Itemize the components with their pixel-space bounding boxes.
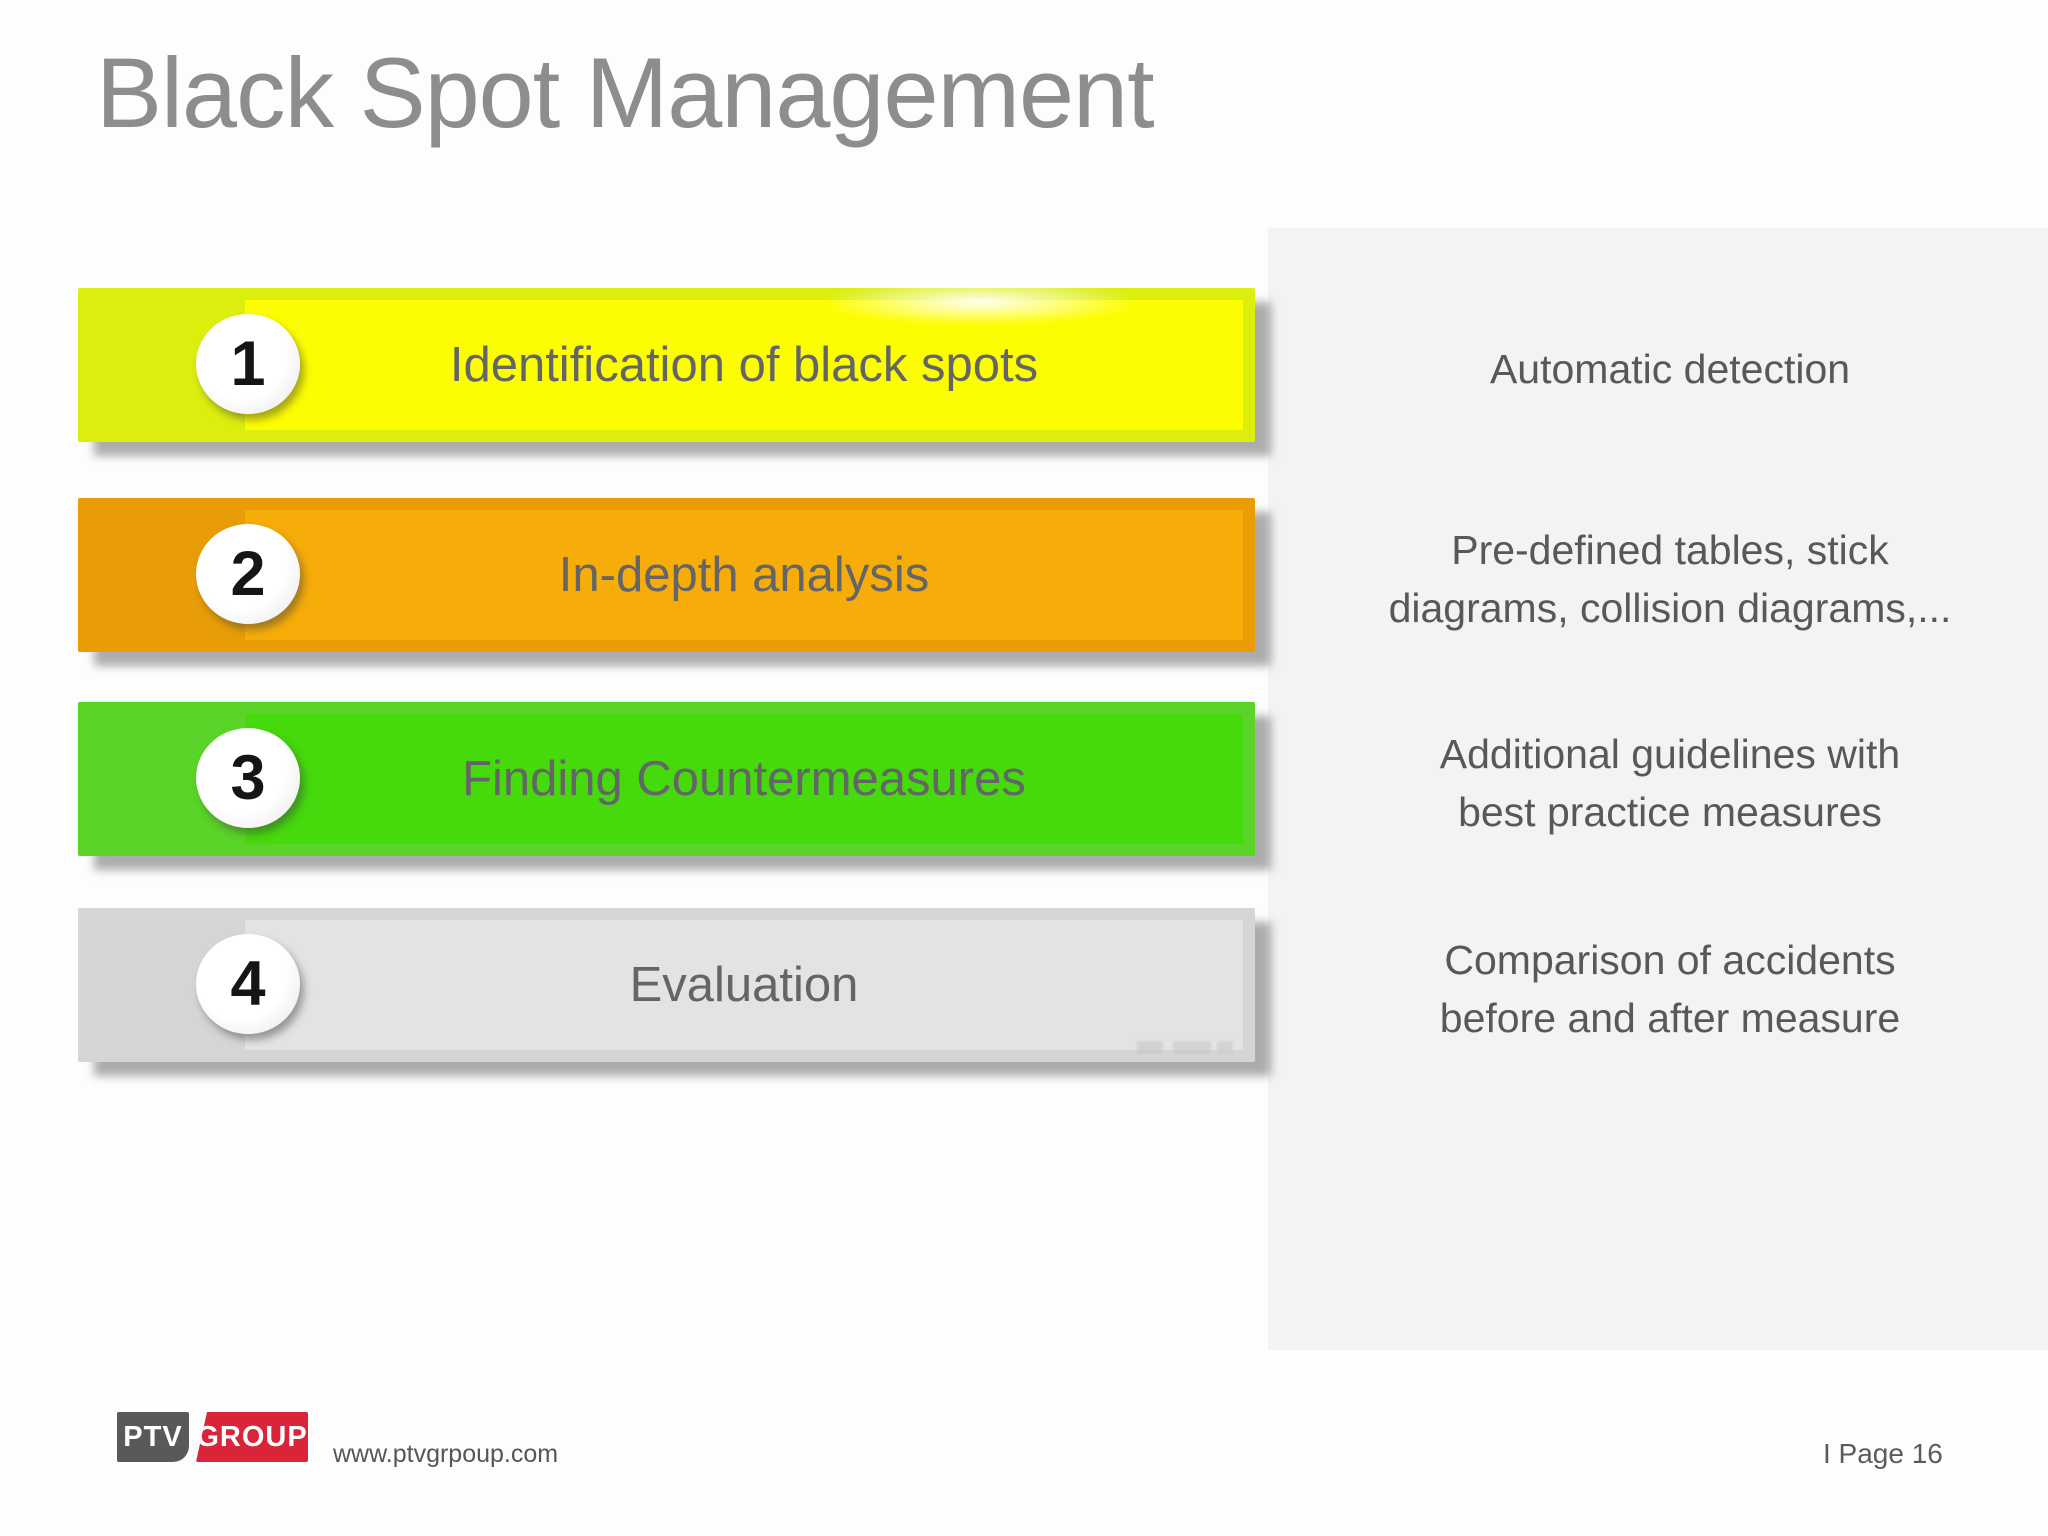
step-2-label: In-depth analysis [558,548,930,602]
website-url: www.ptvgrpoup.com [333,1440,559,1468]
logo-group-box: GROUP [196,1412,308,1462]
step-bar-2: In-depth analysis 2 [78,498,1255,652]
step-1-description-line: Automatic detection [1489,346,1851,392]
step-1-number: 1 [230,328,266,399]
step-2-description: Pre-defined tables, stick diagrams, coll… [1310,492,2030,666]
right-background-panel [1268,228,2048,1350]
logo-ptv-box: PTV [117,1412,189,1462]
step-3-label: Finding Countermeasures [462,752,1026,806]
step-1-label: Identification of black spots [449,338,1039,392]
step-bar-3-inner: Finding Countermeasures [245,714,1243,844]
step-2-description-line: diagrams, collision diagrams,... [1388,585,1952,631]
step-bar-4: Evaluation 4 [78,908,1255,1062]
step-4-description-line: before and after measure [1439,995,1901,1041]
step-4-number: 4 [230,948,266,1019]
step-bar-1: Identification of black spots 1 [78,288,1255,442]
step-2-number-circle: 2 [196,524,300,624]
step-3-number: 3 [230,742,266,813]
step-4-label: Evaluation [629,958,859,1012]
step-2-description-line: Pre-defined tables, stick [1451,527,1889,573]
step-bar-2-inner: In-depth analysis [245,510,1243,640]
watermark-smudge [1137,1041,1233,1054]
step-bar-4-inner: Evaluation [245,920,1243,1050]
step-2-number: 2 [230,538,266,609]
logo-slash-gap [189,1412,196,1462]
slide-title: Black Spot Management [96,37,1155,148]
step-4-number-circle: 4 [196,934,300,1034]
step-4-description-line: Comparison of accidents [1444,937,1896,983]
step-3-description-line: best practice measures [1458,789,1882,835]
step-bar-3: Finding Countermeasures 3 [78,702,1255,856]
ptv-group-logo: PTV GROUP [117,1412,308,1462]
step-bar-1-inner: Identification of black spots [245,300,1243,430]
step-3-description-line: Additional guidelines with [1439,731,1901,777]
step-1-description: Automatic detection [1310,282,2030,456]
page-number: I Page 16 [1823,1438,1943,1469]
step-3-number-circle: 3 [196,728,300,828]
step-3-description: Additional guidelines with best practice… [1310,696,2030,870]
step-1-number-circle: 1 [196,314,300,414]
step-4-description: Comparison of accidents before and after… [1310,902,2030,1076]
